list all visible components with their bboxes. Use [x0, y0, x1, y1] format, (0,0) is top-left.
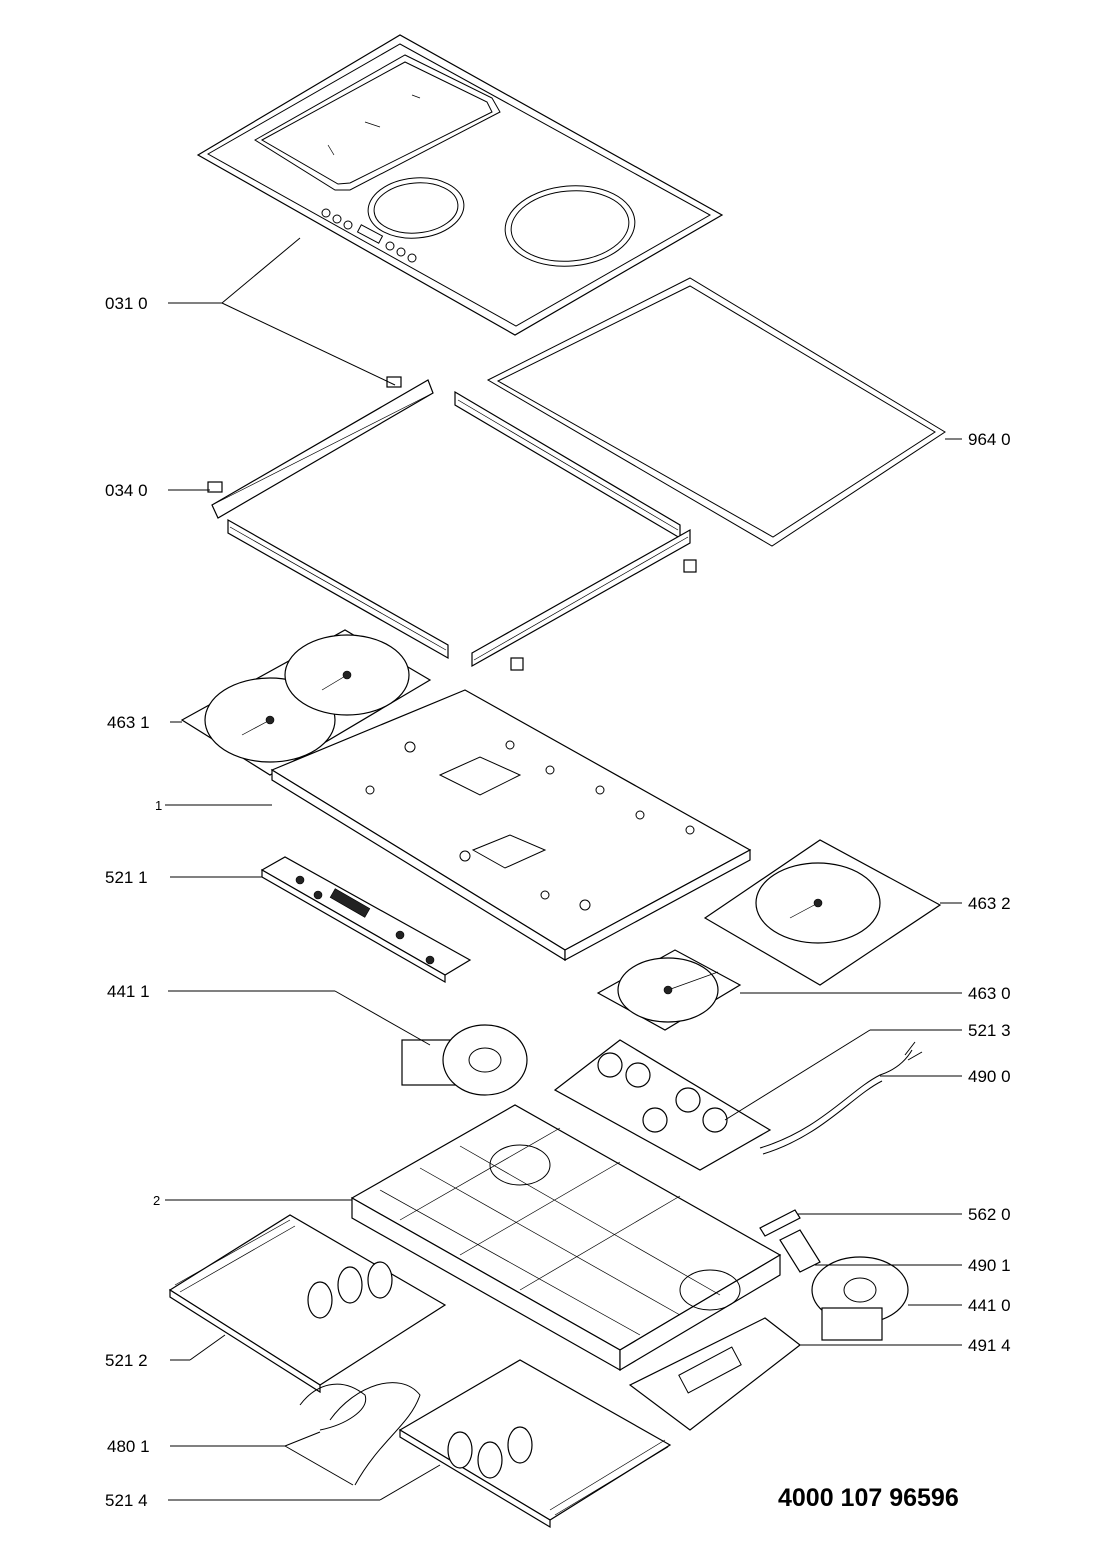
label-4900: 490 0 — [968, 1067, 1011, 1086]
control-board — [260, 856, 472, 984]
leader-lines — [165, 237, 962, 1501]
label-5214: 521 4 — [105, 1491, 148, 1510]
document-number: 4000 107 96596 — [778, 1484, 959, 1512]
label-4631: 463 1 — [107, 713, 150, 732]
label-0340: 034 0 — [105, 481, 148, 500]
label-4801: 480 1 — [107, 1437, 150, 1456]
label-4901: 490 1 — [968, 1256, 1011, 1275]
label-5620: 562 0 — [968, 1205, 1011, 1224]
label-5211: 521 1 — [105, 868, 148, 887]
power-cable — [759, 1041, 923, 1155]
cable-clamp — [779, 1229, 821, 1273]
label-4410: 441 0 — [968, 1296, 1011, 1315]
frame-profiles — [207, 376, 697, 671]
fuse — [759, 1209, 801, 1237]
label-4411: 441 1 — [107, 982, 150, 1001]
cooling-fan-upper — [401, 1024, 528, 1096]
connection-cables — [299, 1382, 421, 1486]
label-2: 2 — [153, 1193, 160, 1208]
cooling-fan-lower — [811, 1256, 909, 1341]
glass-ceramic-top — [196, 34, 724, 336]
power-board-right — [398, 1359, 672, 1529]
label-1: 1 — [155, 798, 162, 813]
label-9640: 964 0 — [968, 430, 1011, 449]
label-5212: 521 2 — [105, 1351, 148, 1370]
label-0310: 031 0 — [105, 294, 148, 313]
label-4632: 463 2 — [968, 894, 1011, 913]
gasket-frame — [486, 277, 946, 547]
chassis-plate — [270, 689, 752, 962]
label-4630: 463 0 — [968, 984, 1011, 1003]
power-board-left — [168, 1214, 447, 1394]
coil-plate-double — [180, 629, 432, 776]
bottom-housing — [350, 1104, 782, 1372]
coil-plate-small — [596, 949, 742, 1031]
label-5213: 521 3 — [968, 1021, 1011, 1040]
coil-plate-large — [703, 839, 942, 986]
part-labels: 031 0 034 0 964 0 463 1 1 521 1 463 2 44… — [105, 294, 1011, 1510]
power-filter-board — [553, 1039, 772, 1171]
label-4914: 491 4 — [968, 1336, 1011, 1355]
